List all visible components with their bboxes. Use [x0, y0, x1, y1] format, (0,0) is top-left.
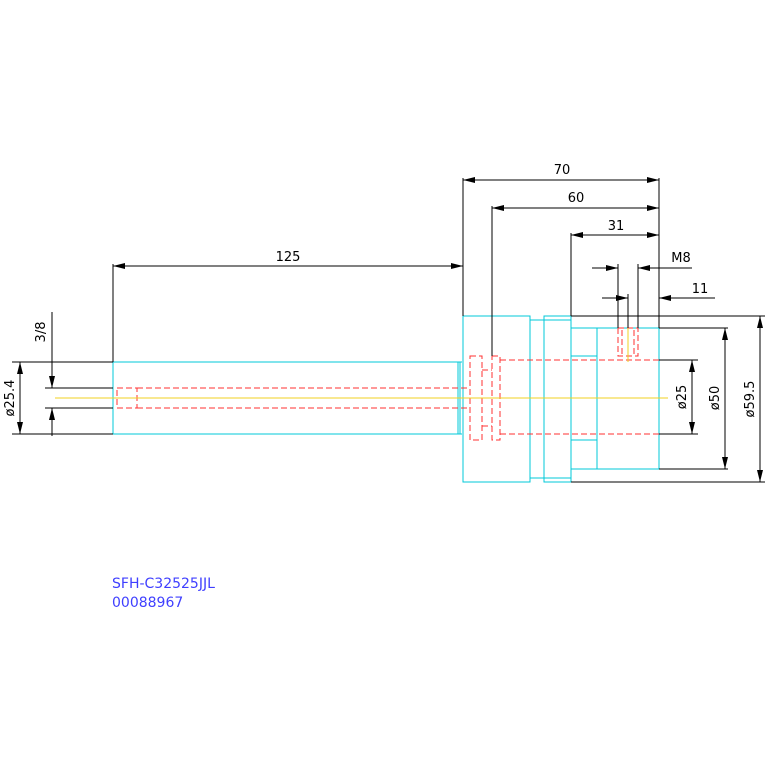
- dim-shank-length: 125: [276, 250, 301, 265]
- arrowheads: [17, 177, 763, 482]
- dim-thread: M8: [671, 251, 691, 266]
- dim-thread-offset: 11: [692, 282, 709, 297]
- dim-head-dia: ø50: [708, 386, 723, 411]
- centerlines: [55, 325, 668, 399]
- part-code: 00088967: [112, 595, 183, 611]
- dim-head-length: 31: [608, 219, 625, 234]
- dim-overall-length: 70: [554, 163, 571, 178]
- dimension-lines: [12, 178, 765, 483]
- dim-coolant-thread: 3/8: [34, 322, 49, 343]
- dim-to-groove: 60: [568, 191, 585, 206]
- flange-outline: [462, 315, 531, 483]
- dim-bore-dia: ø25: [675, 385, 690, 410]
- dim-flange-dia: ø59.5: [743, 381, 758, 418]
- part-number: SFH-C32525JJL: [112, 576, 215, 592]
- dim-shank-dia: ø25.4: [3, 380, 18, 417]
